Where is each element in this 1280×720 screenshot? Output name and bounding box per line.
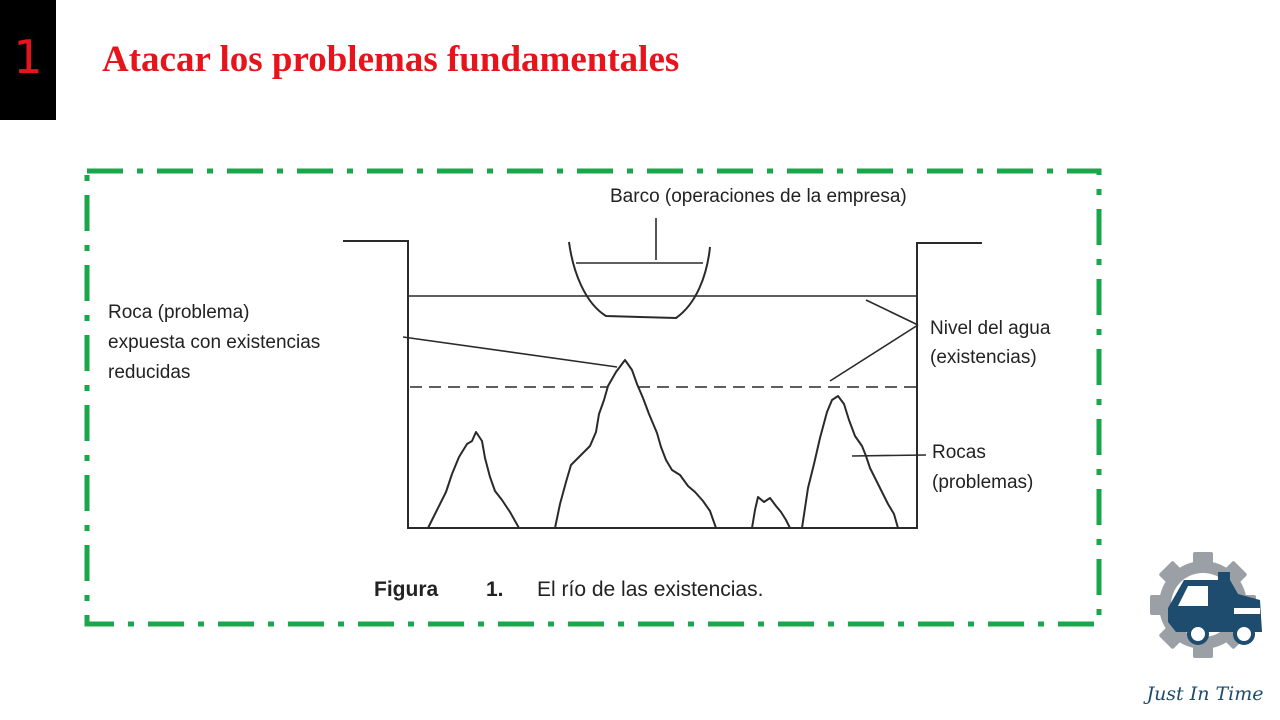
- pointer-lines: [402, 299, 927, 457]
- caption-text: El río de las existencias.: [537, 578, 763, 601]
- boat-icon: [568, 218, 711, 320]
- label-water-1: Nivel del agua: [930, 318, 1051, 339]
- slide-title: Atacar los problemas fundamentales: [102, 39, 680, 80]
- label-rocks-1: Rocas: [932, 442, 986, 463]
- brand-logo: Just In Time: [1142, 552, 1264, 705]
- label-rock-exposed-2: expuesta con existencias: [108, 332, 320, 353]
- label-water-2: (existencias): [930, 347, 1037, 368]
- label-rocks-2: (problemas): [932, 472, 1033, 493]
- label-boat: Barco (operaciones de la empresa): [610, 186, 907, 207]
- label-rock-exposed-1: Roca (problema): [108, 302, 250, 323]
- brand-text: Just In Time: [1142, 683, 1263, 705]
- label-rock-exposed-3: reducidas: [108, 362, 190, 383]
- caption-bold: Figura: [374, 578, 438, 601]
- gear-truck-icon: [1150, 552, 1262, 658]
- rocks-icon: [427, 359, 899, 529]
- figure-frame: [84, 168, 1102, 627]
- slide-number-box: 1: [0, 0, 56, 120]
- slide-number: 1: [13, 30, 43, 84]
- caption-number: 1.: [486, 578, 504, 601]
